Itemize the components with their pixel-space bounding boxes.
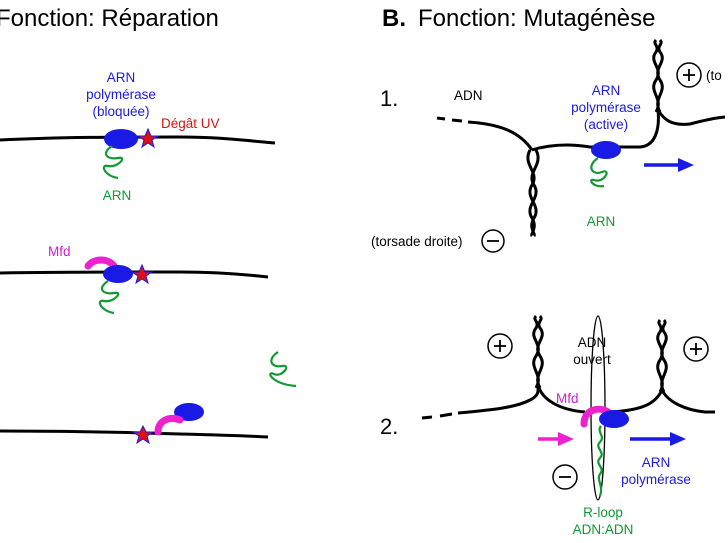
rna-polymerase bbox=[599, 410, 629, 428]
rna-label: ARN bbox=[103, 188, 132, 203]
r-loop-label-line2: ADN:ADN bbox=[573, 522, 634, 537]
polymerase-label-line2: polymérase bbox=[571, 100, 641, 115]
polymerase-label-line3: (active) bbox=[584, 117, 628, 132]
panel-b-title: Fonction: Mutagénèse bbox=[418, 5, 655, 32]
dna-strand bbox=[457, 384, 540, 415]
uv-damage-label: Dégât UV bbox=[161, 116, 220, 131]
uv-damage-star bbox=[131, 424, 155, 445]
dna-dashed-end bbox=[436, 116, 463, 123]
uv-damage-star bbox=[130, 263, 154, 285]
open-dna-label-line1: ADN bbox=[578, 335, 607, 350]
minus-circle-icon bbox=[481, 229, 505, 253]
mfd-label: Mfd bbox=[48, 244, 71, 259]
rna-strand bbox=[590, 157, 608, 188]
minus-circle-icon bbox=[552, 464, 578, 490]
positive-supercoil-strand bbox=[656, 38, 664, 113]
mfd-protein bbox=[580, 405, 612, 428]
rna-label: ARN bbox=[587, 214, 616, 229]
positive-supercoil bbox=[656, 318, 664, 393]
mfd-protein bbox=[84, 256, 118, 270]
panel-b-letter: B. bbox=[382, 5, 406, 32]
rna-polymerase-blocked bbox=[104, 129, 138, 149]
mfd-push-arrow-icon bbox=[558, 432, 574, 446]
r-loop-rna bbox=[597, 425, 604, 497]
positive-supercoil-label: (to bbox=[706, 68, 722, 83]
polymerase-label-line1: ARN bbox=[592, 83, 621, 98]
dna-strand bbox=[0, 270, 269, 279]
polymerase-label-line2: polymérase bbox=[86, 87, 156, 102]
dna-strand bbox=[0, 429, 269, 439]
plus-circle-icon bbox=[676, 62, 702, 88]
panel-a-step-1: ARN polymérase (bloquée) Dégât UV ARN bbox=[0, 70, 276, 203]
dna-strand bbox=[467, 120, 534, 151]
plus-circle-icon bbox=[683, 336, 709, 362]
negative-supercoil-strand bbox=[528, 149, 540, 238]
direction-arrow-icon bbox=[678, 158, 694, 172]
released-rna-polymerase bbox=[174, 403, 204, 421]
released-rna bbox=[269, 351, 297, 388]
panel-a-step-3 bbox=[0, 403, 269, 445]
dna-strand bbox=[536, 384, 586, 414]
dna-strand bbox=[611, 389, 664, 414]
step-2-number: 2. bbox=[380, 414, 398, 439]
r-loop-label-line1: R-loop bbox=[583, 505, 623, 520]
positive-supercoil-strand bbox=[660, 318, 668, 393]
dna-label: ADN bbox=[454, 88, 483, 103]
panel-b-step-2: 2. ADN ouvert Mfd ARN polymérase bbox=[380, 314, 715, 537]
mfd-label: Mfd bbox=[556, 391, 579, 406]
negative-supercoil-label: (torsade droite) bbox=[371, 234, 463, 249]
step-1-number: 1. bbox=[380, 86, 398, 111]
polymerase-label-line1: ARN bbox=[642, 455, 671, 470]
mfd-protein bbox=[154, 415, 184, 436]
direction-arrow-icon bbox=[670, 432, 686, 446]
plus-circle-icon bbox=[487, 333, 513, 359]
positive-supercoil bbox=[652, 38, 660, 113]
panel-a-title: Fonction: Réparation bbox=[0, 5, 219, 32]
dna-dashed-end bbox=[421, 412, 453, 420]
dna-strand bbox=[0, 135, 276, 145]
polymerase-label-line1: ARN bbox=[107, 70, 136, 85]
rna-polymerase-active bbox=[591, 141, 621, 159]
rna-strand bbox=[102, 145, 124, 180]
dna-strand bbox=[660, 389, 715, 414]
rna-polymerase bbox=[103, 265, 133, 283]
polymerase-label-line3: (bloquée) bbox=[92, 104, 149, 119]
dna-strand bbox=[656, 109, 726, 126]
rna-strand bbox=[98, 280, 120, 315]
positive-supercoil-strand bbox=[536, 314, 544, 389]
panel-b-step-1: 1. ADN ARN polymérase (active) ARN (tors… bbox=[371, 38, 726, 253]
uv-damage-star bbox=[136, 127, 160, 149]
positive-supercoil bbox=[532, 314, 540, 389]
panel-a-step-2: Mfd bbox=[0, 244, 269, 315]
polymerase-label-line2: polymérase bbox=[621, 472, 691, 487]
